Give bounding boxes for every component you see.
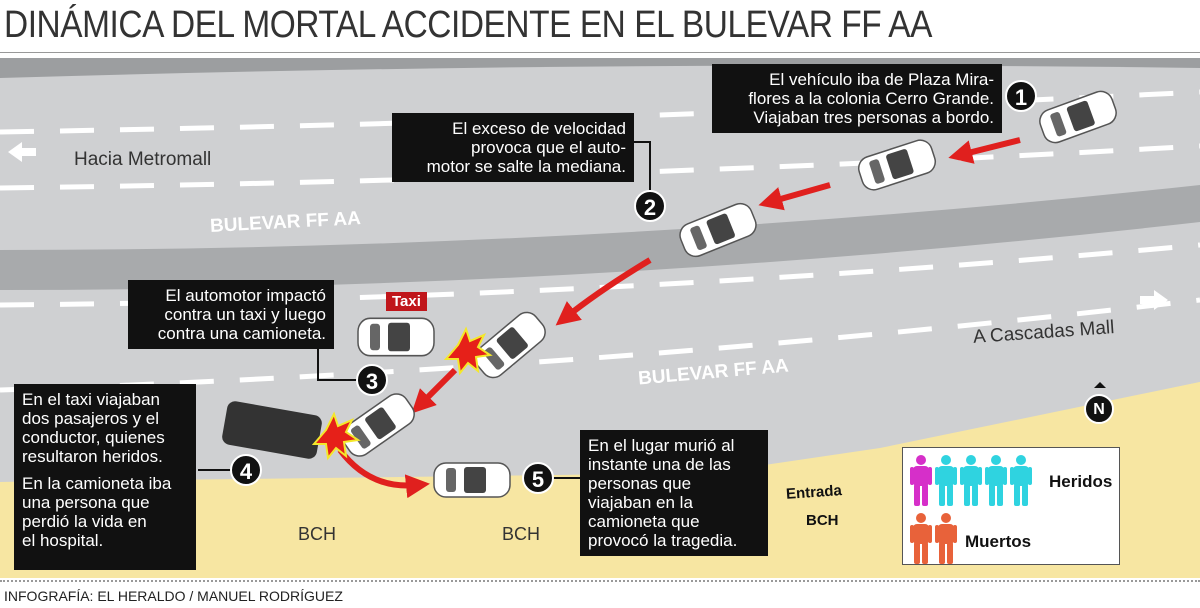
step-text: provoca que el auto- <box>471 138 626 157</box>
direction-left: Hacia Metromall <box>74 149 212 170</box>
step-text: el hospital. <box>22 531 104 550</box>
step-text: una persona que <box>22 493 150 512</box>
step-text: provocó la tragedia. <box>588 531 738 550</box>
step-4-box: En el taxi viajaban dos pasajeros y el c… <box>14 384 196 570</box>
legend-injured-label: Heridos <box>1049 472 1113 491</box>
step-5-number: 5 <box>522 462 554 494</box>
step-text: flores a la colonia Cerro Grande. <box>748 89 994 108</box>
step-text: contra una camioneta. <box>157 324 326 343</box>
trajectory-arrows <box>337 137 1021 499</box>
step-text: El automotor impactó <box>165 286 326 305</box>
step-5-box: En el lugar murió al instante una de las… <box>580 430 768 556</box>
truck <box>222 401 322 459</box>
step-text: El exceso de velocidad <box>452 119 626 138</box>
step-text: En el taxi viajaban <box>22 390 160 409</box>
car-5 <box>433 462 511 498</box>
step-text: En la camioneta iba <box>22 474 172 493</box>
place-bch: BCH <box>298 524 337 544</box>
step-1-number: 1 <box>1005 80 1037 112</box>
median <box>0 185 1200 290</box>
step-2-number: 2 <box>634 190 666 222</box>
step-3-box: El automotor impactó contra un taxi y lu… <box>128 280 334 349</box>
dead-person-icon <box>935 513 957 564</box>
step-4-number: 4 <box>230 454 262 486</box>
dead-person-icon <box>910 513 932 564</box>
title-divider <box>0 52 1200 53</box>
legend-dead-label: Muertos <box>965 532 1032 551</box>
step-text: personas que <box>588 474 692 493</box>
step-text: El vehículo iba de Plaza Mira- <box>769 70 994 89</box>
taxi-car <box>357 317 435 357</box>
injured-person-icon <box>935 455 957 506</box>
step-text: motor se salte la mediana. <box>426 157 626 176</box>
page-title: DINÁMICA DEL MORTAL ACCIDENTE EN EL BULE… <box>4 4 932 46</box>
entrance-bch-label: BCH <box>806 512 839 529</box>
injured-person-icon <box>1010 455 1032 506</box>
impact-icon <box>311 411 361 461</box>
step-3-number: 3 <box>356 364 388 396</box>
compass-north-icon: N <box>1084 394 1114 424</box>
step-text: dos pasajeros y el <box>22 409 160 428</box>
injured-person-icon <box>960 455 982 506</box>
footer-divider <box>0 580 1200 582</box>
step-text: conductor, quienes <box>22 428 165 447</box>
taxi-label: Taxi <box>386 292 427 311</box>
step-text: contra un taxi y luego <box>164 305 326 324</box>
step-text: perdió la vida en <box>22 512 147 531</box>
impact-icon <box>443 326 493 376</box>
step-text: Viajaban tres personas a bordo. <box>753 108 994 127</box>
credit: INFOGRAFÍA: EL HERALDO / MANUEL RODRÍGUE… <box>4 588 343 604</box>
arrow-left-icon <box>8 142 36 162</box>
step-1-box: El vehículo iba de Plaza Mira- flores a … <box>712 64 1002 133</box>
step-text: En el lugar murió al <box>588 436 735 455</box>
step-text: viajaban en la <box>588 493 693 512</box>
step-text: resultaron heridos. <box>22 447 163 466</box>
arrow-right-icon <box>1140 290 1168 310</box>
injured-person-icon <box>985 455 1007 506</box>
place-bch: BCH <box>502 524 541 544</box>
injured-person-icon <box>910 455 932 506</box>
step-text: instante una de las <box>588 455 731 474</box>
compass-pointer-icon <box>1094 382 1106 388</box>
step-text: camioneta que <box>588 512 700 531</box>
legend: Heridos Muertos <box>902 447 1120 565</box>
step-2-box: El exceso de velocidad provoca que el au… <box>392 113 634 182</box>
